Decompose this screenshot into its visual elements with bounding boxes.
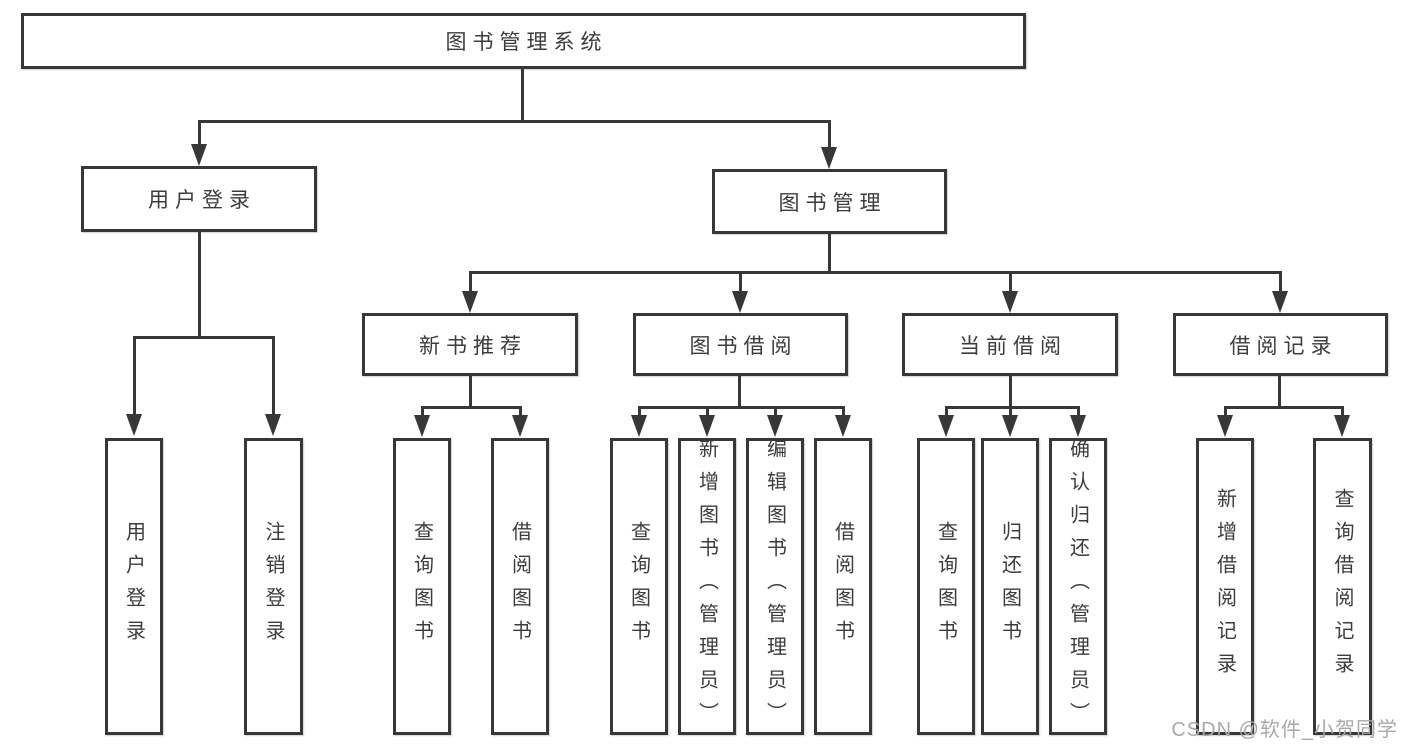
arrow-down-icon <box>462 291 478 313</box>
connector-stub <box>705 406 709 418</box>
connector-stub <box>132 336 136 416</box>
node-label: 图书借阅 <box>689 334 798 358</box>
leaf-query-books-recommend: 查询图书 <box>393 438 451 735</box>
leaf-label: 归还图书 <box>998 520 1021 653</box>
connector-stub <box>1008 271 1012 295</box>
node-label: 当前借阅 <box>959 334 1067 358</box>
connector-stub <box>827 120 831 150</box>
arrow-down-icon <box>1217 415 1233 437</box>
arrow-down-icon <box>631 415 647 437</box>
node-book-borrowing: 图书借阅 <box>633 313 848 376</box>
connector-stub <box>773 406 777 418</box>
connector-root-drop <box>521 69 524 123</box>
leaf-edit-book-admin: 编辑图书（管理员） <box>746 438 804 735</box>
arrow-down-icon <box>512 415 528 437</box>
leaf-add-book-admin: 新增图书（管理员） <box>678 438 736 735</box>
connector-stub <box>420 406 424 418</box>
leaf-user-login: 用户登录 <box>105 438 163 735</box>
connector-stub <box>518 406 522 418</box>
arrow-down-icon <box>732 291 748 313</box>
connector-stub <box>468 271 472 295</box>
arrow-down-icon <box>126 414 142 436</box>
leaf-return-book: 归还图书 <box>981 438 1039 735</box>
arrow-down-icon <box>1272 291 1288 313</box>
arrow-down-icon <box>414 415 430 437</box>
connector-stub <box>1076 406 1080 418</box>
node-label: 新书推荐 <box>419 334 527 358</box>
leaf-label: 查询图书 <box>410 520 433 653</box>
connector-drop <box>1008 376 1012 409</box>
arrow-down-icon <box>821 147 837 169</box>
connector-stub <box>944 406 948 418</box>
leaf-label: 借阅图书 <box>508 520 531 653</box>
connector-stub <box>271 336 275 416</box>
connector-stub <box>197 120 201 148</box>
node-label: 用户登录 <box>148 189 256 212</box>
leaf-query-books-borrow: 查询图书 <box>610 438 668 735</box>
connector-stub <box>1279 271 1282 295</box>
leaf-label: 借阅图书 <box>831 520 854 653</box>
connector-bus <box>420 406 521 409</box>
connector-bus <box>637 406 844 409</box>
arrow-down-icon <box>699 415 715 437</box>
node-new-book-recommend: 新书推荐 <box>362 313 578 376</box>
connector-stub <box>841 406 845 418</box>
connector-stub <box>1223 406 1227 418</box>
arrow-down-icon <box>938 415 954 437</box>
connector-level1-bus <box>197 120 831 123</box>
connector-drop <box>737 376 741 409</box>
leaf-label: 用户登录 <box>122 520 145 653</box>
leaf-query-books-current: 查询图书 <box>917 438 975 735</box>
node-current-borrowing: 当前借阅 <box>902 313 1118 376</box>
connector-stub <box>637 406 641 418</box>
connector-user-login-drop <box>197 232 201 338</box>
node-borrowing-records: 借阅记录 <box>1173 313 1388 376</box>
arrow-down-icon <box>265 414 281 436</box>
node-label: 图书管理 <box>778 191 887 215</box>
connector-user-login-bus <box>132 336 275 339</box>
connector-book-mgmt-drop <box>827 234 831 274</box>
arrow-down-icon <box>767 415 783 437</box>
leaf-label: 查询图书 <box>934 520 957 653</box>
arrow-down-icon <box>1070 415 1086 437</box>
leaf-label: 注销登录 <box>262 520 284 653</box>
node-label: 图书管理系统 <box>445 31 608 54</box>
leaf-label: 查询图书 <box>627 520 650 653</box>
leaf-label: 新增借阅记录 <box>1213 487 1236 686</box>
leaf-logout: 注销登录 <box>244 438 303 735</box>
connector-bus <box>944 406 1080 409</box>
connector-stub <box>1008 406 1012 418</box>
arrow-down-icon <box>1002 291 1018 313</box>
node-user-login: 用户登录 <box>81 166 317 232</box>
leaf-label: 新增图书（管理员） <box>695 438 718 735</box>
leaf-add-borrow-record: 新增借阅记录 <box>1196 438 1254 735</box>
leaf-confirm-return-admin: 确认归还（管理员） <box>1049 438 1107 735</box>
leaf-label: 编辑图书（管理员） <box>763 438 786 735</box>
arrow-down-icon <box>1002 415 1018 437</box>
connector-level2-bus <box>468 271 1281 274</box>
connector-stub <box>739 271 742 295</box>
leaf-label: 查询借阅记录 <box>1331 487 1353 686</box>
connector-bus <box>1223 406 1343 409</box>
leaf-query-borrow-record: 查询借阅记录 <box>1313 438 1372 735</box>
arrow-down-icon <box>191 144 207 166</box>
node-book-management: 图书管理 <box>712 169 947 234</box>
connector-stub <box>1340 406 1344 418</box>
leaf-borrow-books-recommend: 借阅图书 <box>491 438 549 735</box>
csdn-watermark: CSDN @软件_小贺同学 <box>1171 719 1398 741</box>
leaf-label: 确认归还（管理员） <box>1066 438 1089 735</box>
connector-drop <box>468 376 472 409</box>
node-library-system: 图书管理系统 <box>21 13 1026 69</box>
arrow-down-icon <box>1334 415 1350 437</box>
node-label: 借阅记录 <box>1229 334 1338 358</box>
leaf-borrow-books-borrow: 借阅图书 <box>814 438 872 735</box>
connector-drop <box>1277 376 1281 409</box>
arrow-down-icon <box>835 415 851 437</box>
